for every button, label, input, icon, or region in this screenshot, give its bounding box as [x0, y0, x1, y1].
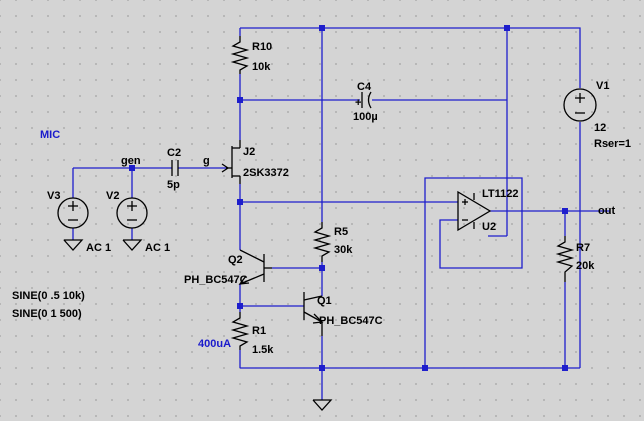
sine-directive-2: SINE(0 1 500) [12, 308, 82, 320]
v3-name: V3 [47, 190, 60, 202]
junctions [129, 25, 568, 371]
j2-model: 2SK3372 [243, 167, 289, 179]
c2-capacitor[interactable] [171, 160, 179, 176]
r5-resistor[interactable] [312, 222, 332, 262]
v1-value: 12 [594, 122, 606, 134]
r10-name: R10 [252, 41, 272, 53]
q2-name: Q2 [228, 254, 243, 266]
q2-model: PH_BC547C [184, 274, 248, 286]
r1-value: 1.5k [252, 344, 274, 356]
u2-name: U2 [482, 221, 496, 233]
net-out: out [598, 205, 615, 217]
r5-name: R5 [334, 226, 348, 238]
ground-main [312, 399, 333, 411]
v2-source[interactable] [116, 197, 148, 229]
c2-name: C2 [167, 147, 181, 159]
j2-jfet[interactable] [221, 140, 241, 184]
r7-name: R7 [576, 242, 590, 254]
u2-model: LT1122 [482, 188, 519, 200]
v1-source[interactable] [563, 88, 597, 122]
v2-value: AC 1 [145, 242, 170, 254]
r10-resistor[interactable] [230, 36, 250, 74]
q1-transistor[interactable] [303, 292, 324, 336]
c4-plus: + [355, 97, 361, 109]
sine-directive-1: SINE(0 .5 10k) [12, 290, 85, 302]
v3-source[interactable] [57, 197, 89, 229]
q2-transistor[interactable] [238, 249, 272, 285]
q1-model: PH_BC547C [319, 315, 383, 327]
r5-value: 30k [334, 244, 353, 256]
ground-v2 [122, 239, 143, 251]
c4-capacitor[interactable] [361, 91, 372, 109]
r1-name: R1 [252, 325, 266, 337]
j2-name: J2 [243, 146, 255, 158]
v1-name: V1 [596, 80, 609, 92]
current-annotation: 400uA [198, 338, 231, 350]
c4-value: 100µ [353, 111, 378, 123]
ground-v3 [63, 239, 84, 251]
net-g: g [203, 155, 210, 167]
c4-name: C4 [357, 81, 372, 93]
r7-resistor[interactable] [555, 236, 575, 282]
v1-rser: Rser=1 [594, 138, 631, 150]
mic-label: MIC [40, 129, 60, 141]
v2-name: V2 [106, 190, 119, 202]
q1-name: Q1 [317, 295, 332, 307]
u2-opamp[interactable] [457, 190, 492, 232]
wires [72, 27, 610, 400]
r7-value: 20k [576, 260, 595, 272]
net-gen: gen [121, 155, 141, 167]
v3-value: AC 1 [86, 242, 111, 254]
c2-value: 5p [167, 179, 180, 191]
r10-value: 10k [252, 61, 271, 73]
r1-resistor[interactable] [230, 312, 250, 350]
